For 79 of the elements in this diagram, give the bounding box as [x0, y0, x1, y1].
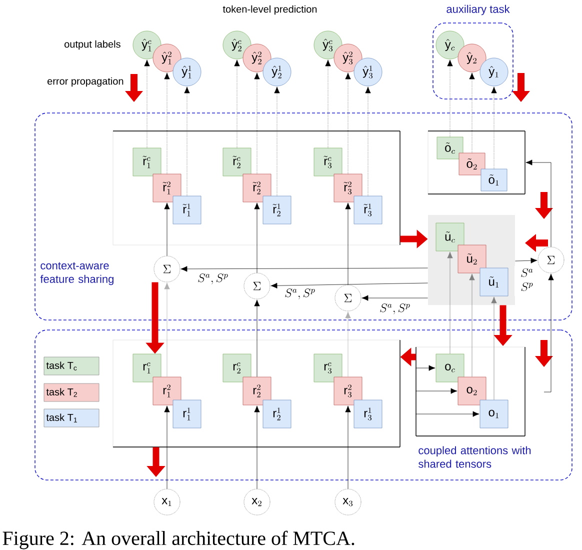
feature-box: $\mathrm{r}^{c}_{3}$ — [314, 354, 342, 382]
legend-label: task T$_{2}$ — [46, 388, 77, 397]
text-label: token-level prediction — [222, 5, 317, 15]
node-label: auxiliary task — [446, 4, 510, 16]
dotted-arrow — [274, 86, 280, 196]
dotted-arrow — [491, 86, 497, 169]
feature-box: $\tilde{\mathrm{r}}^{c}_{3}$ — [314, 148, 342, 176]
feature-box: $\mathrm{o}_{2}$ — [458, 376, 486, 406]
sum-node: $\Sigma$ — [538, 246, 564, 274]
dotted-arrow — [184, 86, 190, 196]
feature-box: $\mathrm{r}^{2}_{1}$ — [152, 376, 182, 406]
caption: Figure 2: An overall architecture of MTCA. — [2, 530, 354, 550]
input-node: $\mathrm{x}_{2}$ — [244, 488, 270, 516]
arrow — [515, 258, 538, 264]
arrow — [345, 406, 351, 489]
arrow — [164, 282, 170, 377]
arrow — [180, 266, 428, 272]
dotted-arrow — [325, 60, 331, 148]
feature-box: $\tilde{\mathrm{r}}^{2}_{2}$ — [242, 174, 272, 202]
feature-box: $\tilde{\mathrm{o}}_{2}$ — [458, 152, 486, 176]
arrow — [447, 252, 453, 354]
arrow — [254, 202, 260, 273]
feature-box: $\tilde{\mathrm{o}}_{1}$ — [480, 168, 508, 192]
arrow — [345, 202, 351, 285]
feature-box: $\tilde{\mathrm{r}}^{1}_{3}$ — [354, 196, 382, 224]
arrow — [362, 295, 428, 301]
dotted-arrow — [234, 60, 240, 148]
feature-box: $\tilde{\mathrm{u}}_{c}$ — [436, 222, 464, 252]
arrow — [526, 160, 552, 247]
edge-label: $S^{a}, S^{p}$ — [284, 288, 316, 300]
arrow — [254, 300, 260, 377]
text-label: error propagation — [48, 77, 124, 87]
legend-label: task T$_{c}$ — [46, 362, 77, 370]
dotted-arrow — [365, 86, 371, 196]
feature-box: $\mathrm{r}^{2}_{2}$ — [242, 376, 272, 406]
feature-box: $\tilde{\mathrm{r}}^{c}_{1}$ — [132, 148, 162, 176]
arrow — [270, 282, 428, 288]
dotted-arrow — [144, 60, 150, 148]
input-node: $\mathrm{x}_{3}$ — [334, 488, 362, 516]
feature-box: $\mathrm{r}^{1}_{2}$ — [262, 400, 292, 428]
edge-label: $S^{a}, S^{p}$ — [378, 302, 412, 316]
arrow — [544, 274, 554, 392]
feature-box: $\mathrm{r}^{c}_{2}$ — [222, 354, 252, 382]
feature-box: $\tilde{\mathrm{r}}^{c}_{2}$ — [222, 148, 252, 176]
edge-label: $S^{a}, S^{p}$ — [196, 272, 230, 286]
arrow — [345, 312, 351, 377]
arrow — [469, 274, 475, 377]
sum-node: $\Sigma$ — [244, 272, 270, 300]
arrow — [416, 411, 480, 417]
feature-box: $\mathrm{o}_{1}$ — [480, 400, 508, 428]
arrow — [164, 406, 170, 489]
arrow — [254, 406, 260, 489]
edge-label: $\begin{array}{c}S^{a}\\S^{p}\end{array}$ — [514, 266, 540, 296]
arrow — [164, 202, 170, 256]
feature-box: $\tilde{\mathrm{r}}^{2}_{1}$ — [152, 174, 182, 202]
arrow — [491, 296, 497, 400]
feature-box: $\mathrm{r}^{1}_{1}$ — [172, 400, 202, 428]
arrow — [416, 365, 436, 371]
dotted-arrow — [254, 72, 260, 174]
arrow — [416, 388, 458, 394]
feature-box: $\mathrm{r}^{2}_{3}$ — [334, 376, 362, 406]
dotted-arrow — [469, 72, 475, 153]
feature-box: $\tilde{\mathrm{r}}^{2}_{3}$ — [334, 174, 362, 202]
dotted-arrow — [164, 72, 170, 174]
feature-box: $\tilde{\mathrm{r}}^{1}_{1}$ — [172, 196, 202, 224]
feature-box: $\mathrm{o}_{c}$ — [436, 354, 464, 382]
feature-box: $\mathrm{r}^{1}_{3}$ — [354, 400, 382, 428]
sum-node: $\Sigma$ — [334, 284, 362, 312]
feature-box: $\tilde{\mathrm{o}}_{c}$ — [436, 136, 464, 160]
text-label: output labels — [64, 40, 120, 50]
feature-box: $\mathrm{r}^{c}_{1}$ — [132, 354, 162, 382]
legend-label: task T$_{1}$ — [46, 414, 77, 422]
feature-box: $\tilde{\mathrm{r}}^{1}_{2}$ — [262, 196, 292, 224]
input-node: $\mathrm{x}_{1}$ — [154, 488, 180, 516]
dotted-arrow — [447, 60, 453, 137]
feature-box: $\tilde{\mathrm{u}}_{1}$ — [480, 268, 508, 296]
dotted-arrow — [345, 72, 351, 174]
sum-node: $\Sigma$ — [154, 256, 180, 282]
feature-box: $\tilde{\mathrm{u}}_{2}$ — [458, 244, 486, 274]
